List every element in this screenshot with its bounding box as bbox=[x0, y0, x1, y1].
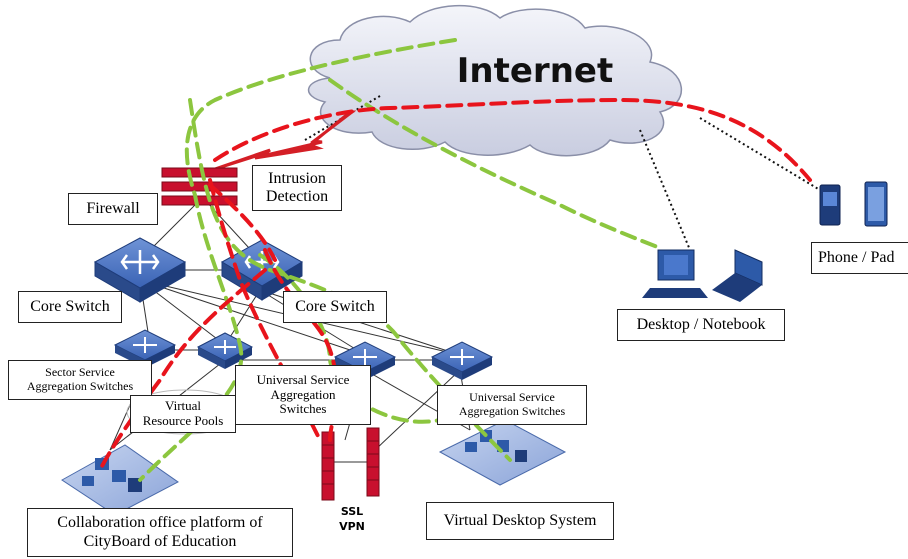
notebook-icon bbox=[712, 249, 763, 302]
desktop-computer-icon bbox=[642, 249, 708, 298]
intrusion-label-line1: Intrusion bbox=[268, 169, 326, 187]
desktop-label-text: Desktop / Notebook bbox=[636, 315, 766, 333]
pad-icon bbox=[864, 181, 888, 227]
sector-aggregation-label: Sector Service Aggregation Switches bbox=[8, 360, 152, 400]
virtual-desktop-system-label: Virtual Desktop System bbox=[426, 502, 614, 540]
usas-mid-line2: Aggregation bbox=[270, 386, 336, 402]
usas-mid-line3: Switches bbox=[279, 401, 327, 417]
phone-label-text: Phone / Pad bbox=[818, 248, 895, 266]
virtual-label-line2: Resource Pools bbox=[142, 413, 224, 428]
sector-label-line2: Aggregation Switches bbox=[26, 379, 134, 393]
internet-label: Internet bbox=[457, 51, 613, 91]
core-switch-left-icon bbox=[93, 237, 187, 303]
intrusion-label-line2: Detection bbox=[265, 188, 329, 205]
virtual-resource-pools-label: Virtual Resource Pools bbox=[130, 395, 236, 433]
sector-label-line1: Sector Service bbox=[45, 365, 115, 380]
collaboration-platform-label: Collaboration office platform of CityBoa… bbox=[27, 508, 293, 557]
firewall-label: Firewall bbox=[68, 193, 158, 225]
dotted-links bbox=[304, 95, 821, 251]
usas-right-line2: Aggregation Switches bbox=[458, 404, 566, 418]
aggregation-switch-2-icon bbox=[196, 332, 254, 369]
virtual-desktop-platform-icon bbox=[438, 419, 567, 486]
core-switch-left-label: Core Switch bbox=[18, 291, 122, 323]
core-switch-left-label-text: Core Switch bbox=[30, 297, 110, 315]
core-switch-right-label: Core Switch bbox=[283, 291, 387, 323]
phone-icon bbox=[819, 184, 841, 226]
vpn-label: VPN bbox=[339, 520, 365, 533]
virtual-label-line1: Virtual bbox=[164, 398, 202, 414]
aggregation-switch-4-icon bbox=[430, 341, 494, 380]
collab-label-line1: Collaboration office platform of bbox=[57, 514, 263, 532]
ssl-label: SSL bbox=[341, 505, 363, 518]
phone-pad-label: Phone / Pad bbox=[811, 242, 908, 274]
usas-right-line1: Universal Service bbox=[469, 390, 555, 405]
vds-label-text: Virtual Desktop System bbox=[443, 511, 597, 529]
firewall-label-text: Firewall bbox=[86, 199, 140, 217]
collaboration-platform-icon bbox=[61, 444, 179, 516]
lightning-bolt-icon bbox=[211, 110, 357, 172]
collab-label-line2: CityBoard of Education bbox=[83, 532, 237, 550]
core-switch-right-icon bbox=[220, 239, 304, 301]
intrusion-detection-label: Intrusion Detection bbox=[252, 165, 342, 211]
desktop-notebook-label: Desktop / Notebook bbox=[617, 309, 785, 341]
universal-aggregation-mid-label: Universal Service Aggregation Switches bbox=[235, 365, 371, 425]
core-switch-right-label-text: Core Switch bbox=[295, 297, 375, 315]
ssl-vpn-firewall-icon bbox=[321, 427, 380, 501]
internet-cloud: Internet bbox=[307, 4, 683, 157]
usas-mid-line1: Universal Service bbox=[256, 371, 350, 387]
universal-aggregation-right-label: Universal Service Aggregation Switches bbox=[437, 385, 587, 425]
